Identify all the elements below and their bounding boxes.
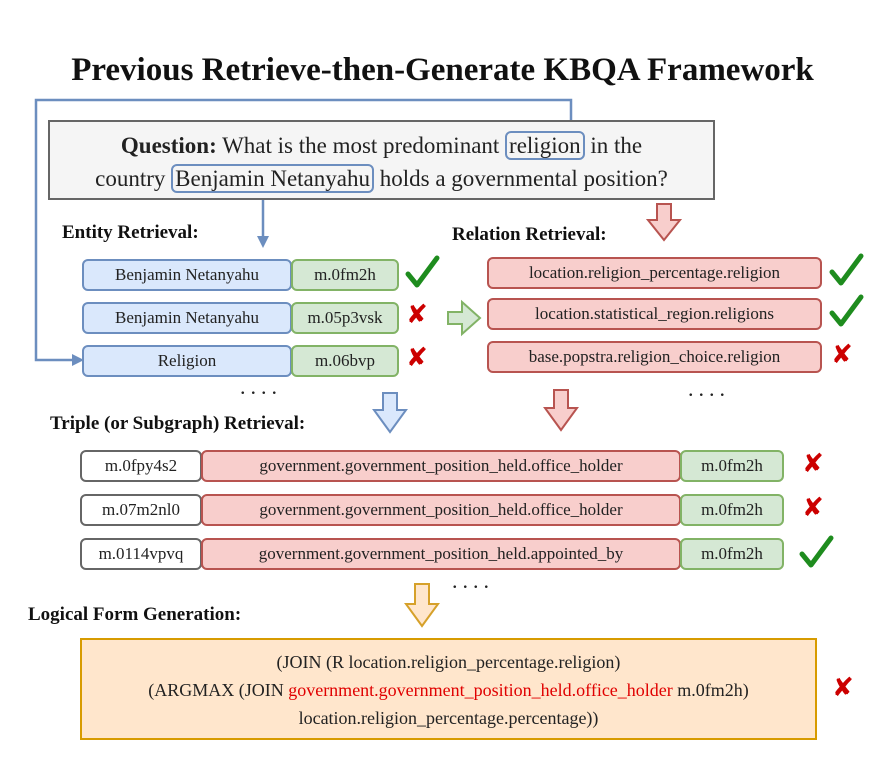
check-icon xyxy=(829,253,864,286)
relation-box: location.statistical_region.religions xyxy=(487,298,822,330)
triple-relation-box: government.government_position_held.offi… xyxy=(201,450,681,482)
block-arrow-relation-to-triple xyxy=(543,389,579,432)
triple-head-box: m.0114vpvq xyxy=(80,538,202,570)
logical-form-wrong-relation: government.government_position_held.offi… xyxy=(288,680,673,700)
cross-icon: ✘ xyxy=(802,493,824,523)
entity-name-box: Religion xyxy=(82,345,292,377)
entity-id-box: m.0fm2h xyxy=(291,259,399,291)
cross-icon: ✘ xyxy=(832,673,854,703)
cross-icon: ✘ xyxy=(406,300,428,330)
logical-form-line-2-post: m.0fm2h) xyxy=(677,680,749,700)
cross-icon: ✘ xyxy=(406,343,428,373)
entity-retrieval-heading: Entity Retrieval: xyxy=(62,222,199,243)
question-highlight-entity: Benjamin Netanyahu xyxy=(171,164,374,193)
logical-form-line-1: (JOIN (R location.religion_percentage.re… xyxy=(276,652,621,672)
block-arrow-triple-to-logical-form xyxy=(404,583,440,628)
question-text-3: country xyxy=(95,166,166,191)
triple-head-box: m.07m2nl0 xyxy=(80,494,202,526)
triple-tail-box: m.0fm2h xyxy=(680,538,784,570)
block-arrow-entity-to-relation xyxy=(447,299,482,337)
triple-relation-box: government.government_position_held.offi… xyxy=(201,494,681,526)
relation-box: base.popstra.religion_choice.religion xyxy=(487,341,822,373)
arrowhead-entity xyxy=(257,236,269,248)
question-text-2: in the xyxy=(590,133,643,158)
question-text-4: holds a governmental position? xyxy=(379,166,668,191)
relation-more-dots: .... xyxy=(688,376,730,401)
cross-icon: ✘ xyxy=(831,340,853,370)
triple-head-box: m.0fpy4s2 xyxy=(80,450,202,482)
entity-id-box: m.05p3vsk xyxy=(291,302,399,334)
check-icon xyxy=(829,294,864,327)
relation-retrieval-heading: Relation Retrieval: xyxy=(452,224,607,245)
logical-form-heading: Logical Form Generation: xyxy=(28,604,242,625)
arrowhead-religion xyxy=(72,354,84,366)
triple-tail-box: m.0fm2h xyxy=(680,450,784,482)
triple-relation-box: government.government_position_held.appo… xyxy=(201,538,681,570)
cross-icon: ✘ xyxy=(802,449,824,479)
entity-name-box: Benjamin Netanyahu xyxy=(82,302,292,334)
relation-box: location.religion_percentage.religion xyxy=(487,257,822,289)
logical-form-box: (JOIN (R location.religion_percentage.re… xyxy=(80,638,817,740)
logical-form-line-3: location.religion_percentage.percentage)… xyxy=(298,708,599,728)
logical-form-line-2-pre: (ARGMAX (JOIN xyxy=(148,680,284,700)
question-line-1: Question: What is the most predominant r… xyxy=(50,129,713,162)
triple-more-dots: .... xyxy=(452,568,494,593)
block-arrow-entity-to-triple xyxy=(372,392,408,434)
question-line-2: country Benjamin Netanyahu holds a gover… xyxy=(50,162,713,195)
block-arrow-question-to-relation xyxy=(645,203,683,242)
triple-tail-box: m.0fm2h xyxy=(680,494,784,526)
question-highlight-religion: religion xyxy=(505,131,585,160)
page-title: Previous Retrieve-then-Generate KBQA Fra… xyxy=(71,52,814,88)
check-icon xyxy=(799,535,834,568)
question-box: Question: What is the most predominant r… xyxy=(48,120,715,200)
triple-retrieval-heading: Triple (or Subgraph) Retrieval: xyxy=(50,413,306,434)
logical-form-line-2: (ARGMAX (JOIN government.government_posi… xyxy=(82,676,815,704)
entity-name-box: Benjamin Netanyahu xyxy=(82,259,292,291)
entity-id-box: m.06bvp xyxy=(291,345,399,377)
question-text-1: What is the most predominant xyxy=(216,133,500,158)
check-icon xyxy=(405,255,440,288)
entity-more-dots: .... xyxy=(240,374,282,399)
question-label: Question: xyxy=(120,133,217,158)
connector-religion-to-entity xyxy=(34,98,573,362)
